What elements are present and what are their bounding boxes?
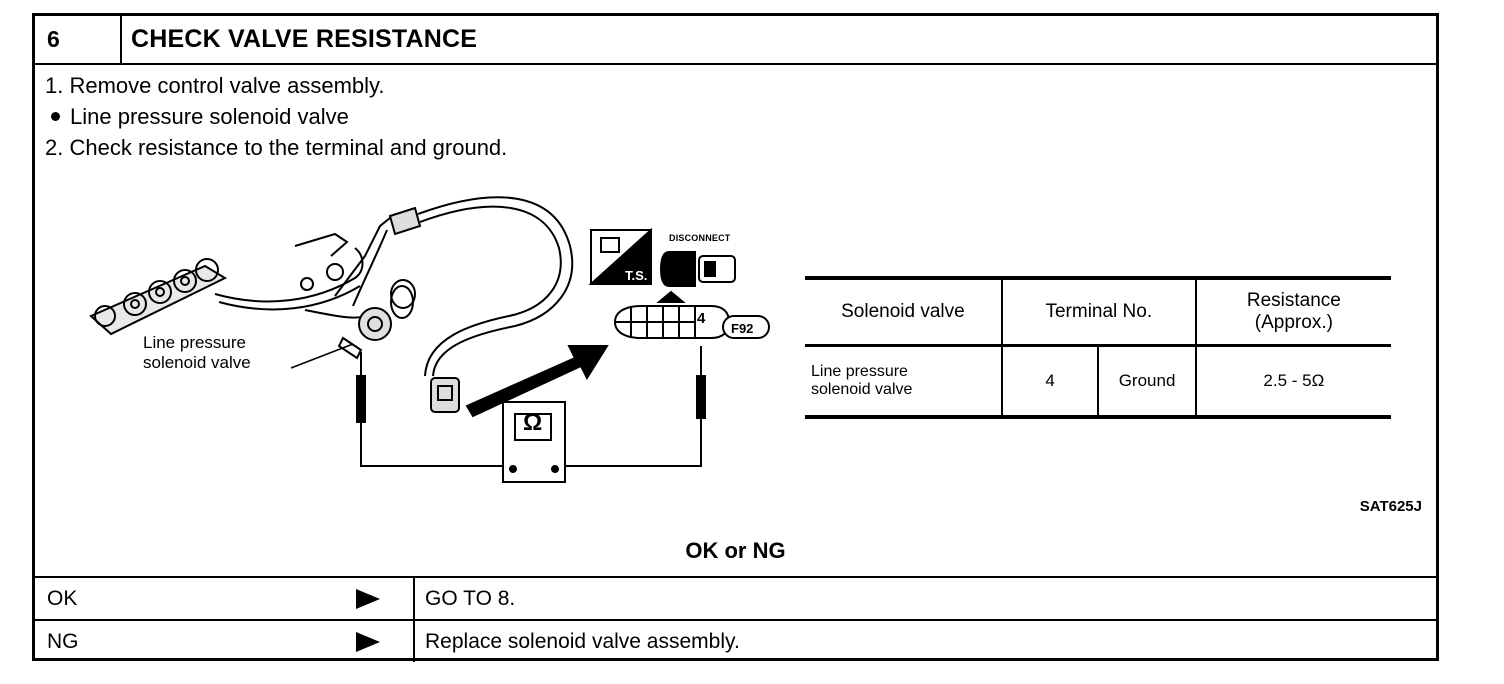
decision-label: OK or NG: [685, 538, 786, 563]
instruction-marker: 2.: [45, 135, 64, 160]
direction-arrow-icon: [465, 345, 609, 418]
cell-resistance: 2.5 - 5Ω: [1195, 345, 1391, 419]
cell-ground: Ground: [1098, 345, 1197, 419]
result-action: Replace solenoid valve assembly.: [425, 630, 740, 653]
solenoid-valve: [290, 285, 414, 369]
result-row-ng: NG Replace solenoid valve assembly.: [35, 619, 1436, 662]
procedure-frame: 6 CHECK VALVE RESISTANCE 1. Remove contr…: [32, 13, 1439, 662]
result-divider: [413, 578, 415, 619]
ts-label: T.S.: [625, 268, 648, 283]
cell-terminal: 4: [1001, 345, 1100, 419]
header-resistance: Resistance (Approx.): [1195, 276, 1391, 347]
spec-table-row: Line pressure solenoid valve 4 Ground 2.…: [805, 345, 1391, 419]
result-key: NG: [47, 630, 79, 653]
callout-label-line2: solenoid valve: [143, 353, 251, 372]
connector-code-badge: [722, 315, 770, 339]
instruction-list: 1. Remove control valve assembly. Line p…: [45, 70, 507, 163]
bullet-icon: [51, 112, 60, 122]
instruction-text: Remove control valve assembly.: [69, 73, 385, 98]
resistance-check-illustration: [89, 196, 770, 483]
header-resistance-line1: Resistance: [1246, 290, 1341, 311]
instruction-marker: 1.: [45, 73, 64, 98]
result-row-ok: OK GO TO 8.: [35, 576, 1436, 619]
terminal-number-label: 4: [697, 310, 706, 327]
step-title: CHECK VALVE RESISTANCE: [131, 25, 478, 53]
ohm-symbol: Ω: [523, 409, 543, 436]
instruction-text: Check resistance to the terminal and gro…: [69, 135, 508, 160]
control-valve-assembly: [89, 258, 228, 336]
callout-label-line1: Line pressure: [143, 333, 247, 352]
step-number: 6: [35, 16, 122, 63]
ohmmeter-leads: [356, 346, 706, 467]
figure-code: SAT625J: [1359, 498, 1422, 515]
step-header: 6 CHECK VALVE RESISTANCE: [35, 16, 1436, 65]
spec-table-header-row: Solenoid valve Terminal No. Resistance (…: [805, 276, 1391, 347]
instruction-item: 2. Check resistance to the terminal and …: [45, 132, 507, 163]
disconnect-icon: [659, 251, 736, 287]
o-ring: [390, 279, 416, 309]
cell-valve-line2: solenoid valve: [811, 381, 913, 398]
result-key: OK: [47, 587, 78, 610]
ts-terminal-side-icon: [588, 227, 652, 285]
disconnect-label: DISCONNECT: [669, 233, 731, 243]
play-arrow-icon: [356, 589, 380, 609]
result-action: GO TO 8.: [425, 587, 516, 610]
header-terminal-no: Terminal No.: [1001, 276, 1197, 347]
instruction-item: Line pressure solenoid valve: [45, 101, 507, 132]
ohmmeter: [502, 401, 566, 483]
header-resistance-line2: (Approx.): [1254, 312, 1333, 333]
harness-connector-face: [613, 290, 731, 339]
result-divider: [413, 621, 415, 662]
cell-valve-name: Line pressure solenoid valve: [805, 345, 1003, 419]
connector-code-label: F92: [731, 321, 754, 336]
instruction-item: 1. Remove control valve assembly.: [45, 70, 507, 101]
wiring-harness: [214, 196, 574, 413]
instruction-text: Line pressure solenoid valve: [70, 104, 349, 129]
cell-valve-line1: Line pressure: [811, 363, 908, 380]
resistance-spec-table: Solenoid valve Terminal No. Resistance (…: [805, 276, 1391, 419]
play-arrow-icon: [356, 632, 380, 652]
header-solenoid-valve: Solenoid valve: [805, 276, 1003, 347]
